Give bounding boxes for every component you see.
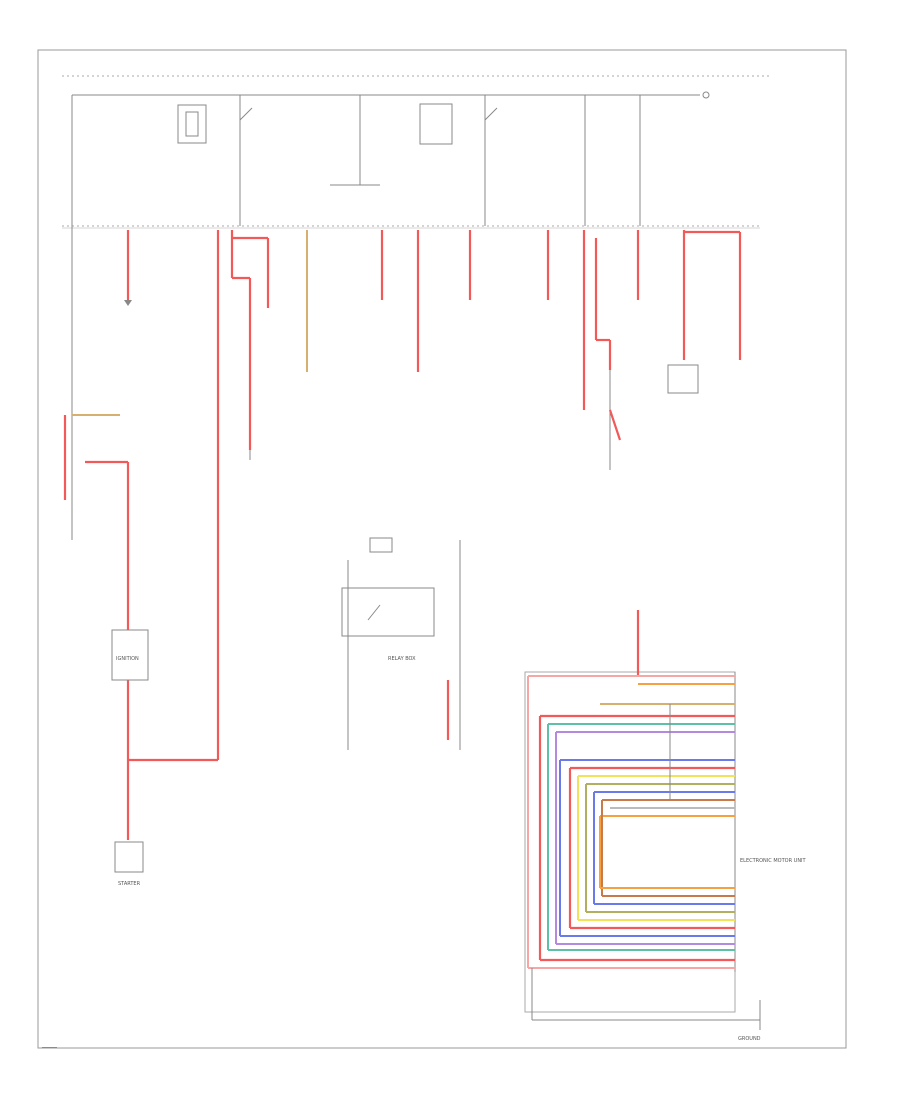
left-ignition-wiring: [63, 226, 218, 840]
fuse-branches: [124, 230, 742, 760]
top-feed-connector: [702, 91, 710, 99]
starter-label: STARTER: [118, 881, 141, 887]
footer-code: ______: [41, 1042, 58, 1048]
ground-branch-wire: [608, 409, 622, 441]
diagram-frame: [37, 49, 847, 1049]
starter-box: [114, 841, 144, 873]
electronic-module-label: ELECTRONIC MOTOR UNIT: [740, 858, 807, 864]
relay-1-coil: [185, 111, 199, 137]
ground-connector-label: GROUND: [738, 1036, 761, 1042]
module-box: [667, 364, 699, 394]
ignition-switch-box: [111, 629, 149, 681]
relay-2: [419, 103, 453, 145]
module-wires: [527, 675, 761, 1030]
switch-c: [484, 107, 498, 121]
switch-a: [239, 107, 253, 121]
center-relay-box: [341, 537, 461, 750]
ignition-switch-label: IGNITION: [116, 656, 139, 662]
relay-box-label: RELAY BOX: [388, 656, 416, 662]
relay-1: [177, 104, 207, 144]
